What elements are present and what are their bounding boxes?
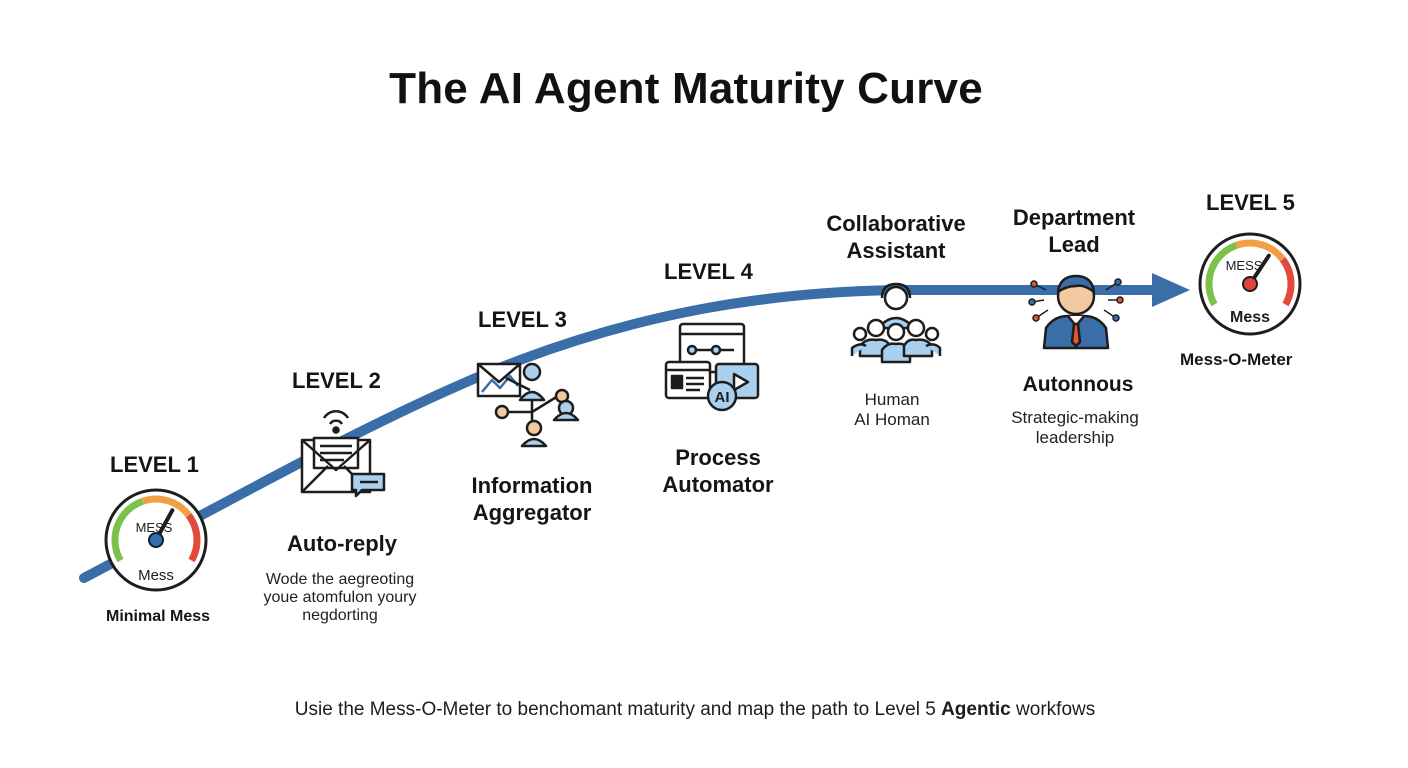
level2-label: LEVEL 2 — [292, 368, 381, 393]
meter-arc-orange — [1235, 239, 1286, 262]
footer-text-before: Usie the Mess-O-Meter to benchomant matu… — [294, 699, 942, 720]
name-line: Department — [1012, 205, 1136, 230]
mess-meter-level1: MESS Mess — [104, 488, 208, 592]
level2-name: Auto-reply — [287, 531, 397, 556]
level5-label: LEVEL 5 — [1206, 190, 1295, 215]
name-line: Lead — [1048, 232, 1100, 257]
meter-arc-red — [185, 513, 201, 563]
meter-hub — [148, 532, 164, 548]
meter-arc-red — [1279, 257, 1295, 307]
department-lead-subname: Autonnous — [1022, 373, 1134, 396]
collaborative-assistant-description: Human AI Homan — [832, 390, 952, 430]
level1-label: LEVEL 1 — [110, 452, 199, 477]
department-lead-name: Department Lead — [988, 204, 1160, 258]
desc-line: Wode the aegreoting — [265, 571, 415, 588]
desc-line: leadership — [1035, 428, 1115, 447]
desc-line: negdorting — [302, 607, 378, 624]
meter-arc-green — [111, 497, 144, 563]
desc-line: AI Homan — [854, 410, 930, 429]
department-lead-description: Strategic-making leadership — [990, 408, 1160, 448]
meter-hub — [1242, 276, 1258, 292]
mess-meter-level5: MESS Mess — [1198, 232, 1302, 336]
meter-arc-orange — [141, 495, 192, 518]
meter-arc-green — [1205, 241, 1238, 307]
name-line: Information — [471, 473, 593, 498]
page-title: The AI Agent Maturity Curve — [389, 64, 983, 113]
ai-badge-text: AI — [715, 389, 730, 406]
footer-text-after: workfows — [1010, 699, 1096, 720]
email-reply-icon — [300, 409, 386, 498]
meter-top-text: MESS — [1226, 258, 1263, 273]
name-line: Assistant — [846, 238, 946, 263]
level4-label: LEVEL 4 — [664, 259, 753, 284]
collaborative-assistant-name: Collaborative Assistant — [806, 210, 986, 264]
meter-bottom-text: Mess — [138, 567, 174, 584]
footer-text-bold: Agentic — [941, 699, 1011, 720]
level3-label: LEVEL 3 — [478, 307, 567, 332]
name-line: Process — [675, 445, 761, 470]
level1-meter-label: Minimal Mess — [106, 608, 211, 625]
aggregator-network-icon — [476, 362, 580, 448]
level4-name: Process Automator — [638, 444, 798, 498]
desc-line: Strategic-making — [1011, 408, 1139, 427]
desc-line: youe atomfulon youry — [263, 589, 417, 606]
process-automation-ai-icon: AI — [664, 322, 760, 412]
meter-bottom-text: Mess — [1230, 309, 1270, 326]
level2-description: Wode the aegreoting youe atomfulon youry… — [240, 571, 440, 625]
name-line: Collaborative — [826, 211, 966, 236]
department-lead-icon — [1028, 274, 1124, 350]
curve-arrowhead — [1152, 273, 1190, 307]
level3-name: Information Aggregator — [452, 472, 612, 526]
desc-line: Human — [864, 390, 920, 409]
name-line: Automator — [662, 472, 774, 497]
level5-meter-label: Mess-O-Meter — [1180, 350, 1293, 369]
name-line: Aggregator — [472, 500, 592, 525]
maturity-curve — [79, 285, 1165, 583]
team-collaboration-icon — [850, 282, 942, 364]
footer-caption: Usie the Mess-O-Meter to benchomant matu… — [0, 699, 1390, 721]
